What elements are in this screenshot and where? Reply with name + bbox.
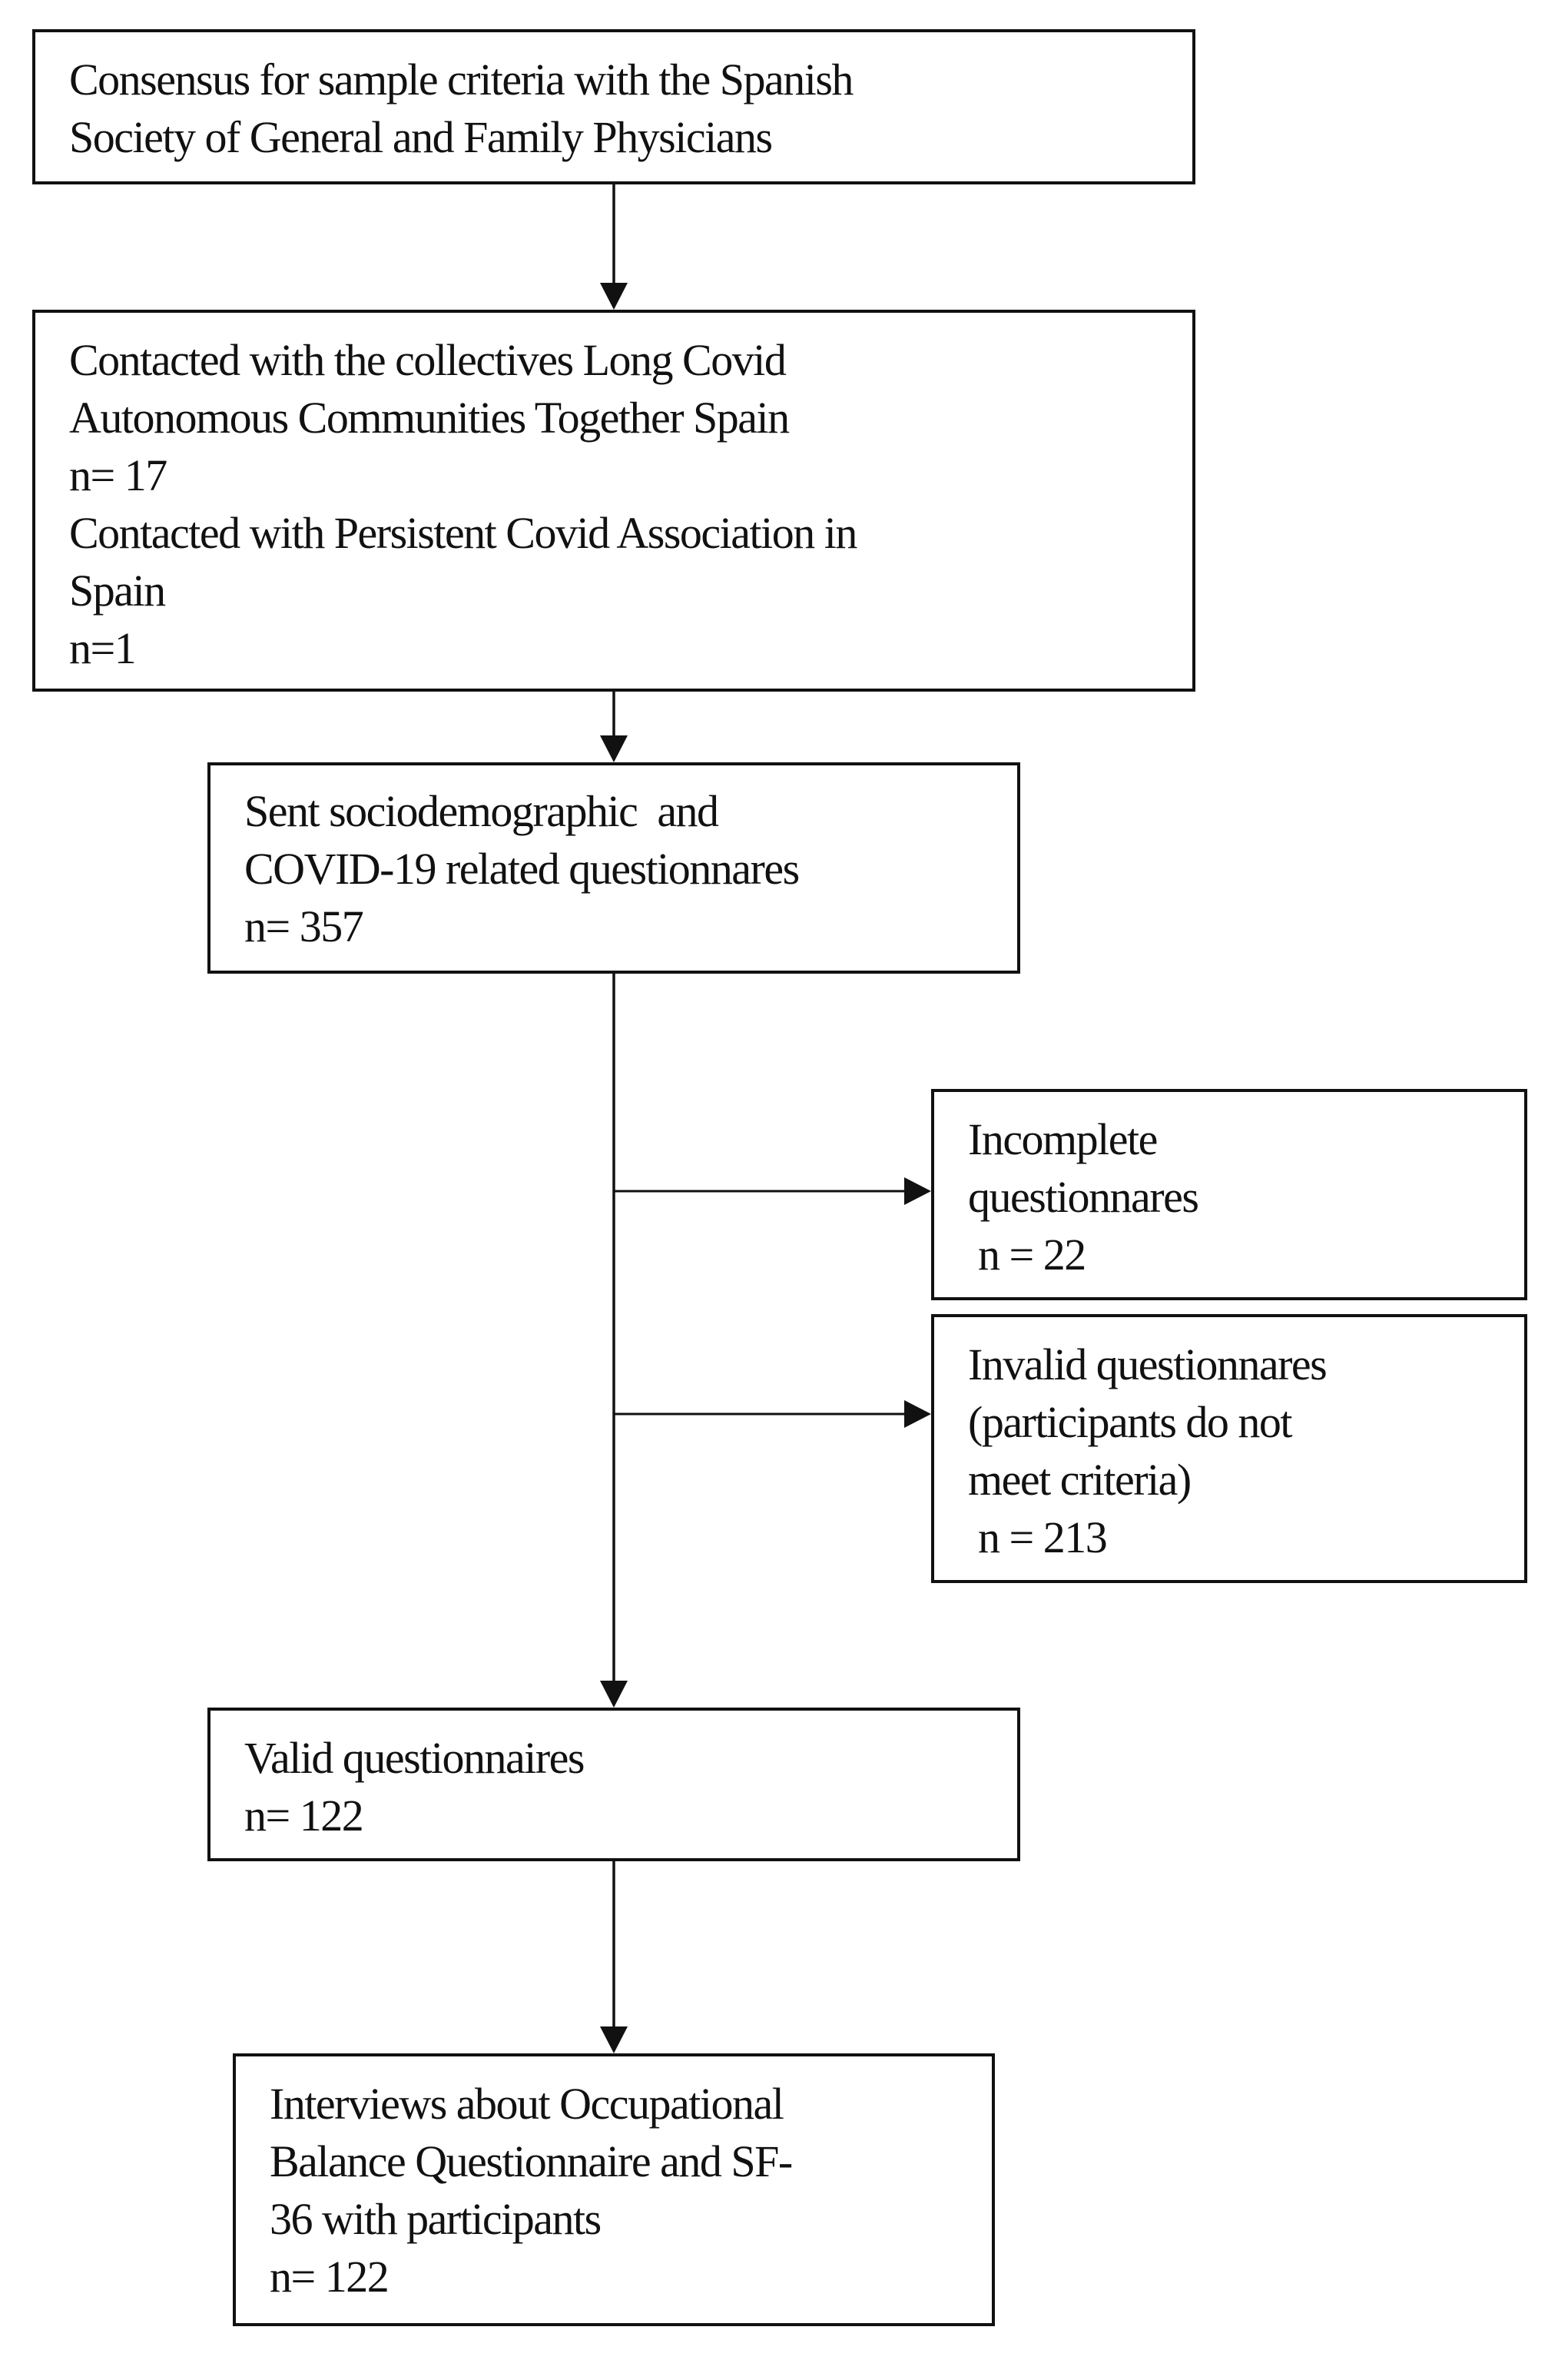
arrowhead-valid-interviews	[600, 2026, 628, 2053]
node-interviews-line: 36 with participants	[270, 2194, 602, 2244]
node-contacted-line: Contacted with Persistent Covid Associat…	[69, 508, 857, 558]
node-invalid-line: meet criteria)	[968, 1455, 1192, 1505]
node-interviews-count: n= 122	[270, 2252, 390, 2302]
node-consensus-line: Society of General and Family Physicians	[69, 112, 773, 162]
node-incomplete-count: n = 22	[968, 1230, 1086, 1280]
node-consensus: Consensus for sample criteria with the S…	[32, 29, 1195, 184]
arrowhead-sent-incomplete	[904, 1177, 931, 1205]
node-sent-count: n= 357	[244, 901, 364, 951]
node-contacted-count: n= 17	[69, 450, 167, 500]
node-contacted-line: Spain	[69, 566, 166, 616]
node-valid-count: n= 122	[244, 1791, 364, 1841]
node-interviews-line: Interviews about Occupational	[270, 2079, 784, 2129]
node-interviews-line: Balance Questionnaire and SF-	[270, 2136, 793, 2186]
node-interviews: Interviews about Occupational Balance Qu…	[233, 2053, 995, 2326]
arrowhead-sent-invalid	[904, 1400, 931, 1428]
arrowhead-sent-valid	[600, 1681, 628, 1708]
node-sent-line: COVID-19 related questionnares	[244, 844, 800, 894]
node-incomplete-line: Incomplete	[968, 1114, 1158, 1164]
node-incomplete: Incomplete questionnares n = 22	[931, 1089, 1527, 1300]
node-valid: Valid questionnaires n= 122	[207, 1708, 1020, 1861]
node-sent-line: Sent sociodemographic and	[244, 786, 719, 836]
node-contacted-line: Contacted with the collectives Long Covi…	[69, 335, 787, 385]
node-invalid-line: (participants do not	[968, 1397, 1293, 1447]
node-incomplete-line: questionnares	[968, 1172, 1199, 1222]
arrowhead-contacted-sent	[600, 735, 628, 762]
arrowhead-consensus-contacted	[600, 283, 628, 310]
node-sent: Sent sociodemographic and COVID-19 relat…	[207, 762, 1020, 974]
node-contacted-line: Autonomous Communities Together Spain	[69, 393, 790, 443]
node-invalid: Invalid questionnares (participants do n…	[931, 1314, 1527, 1583]
node-consensus-line: Consensus for sample criteria with the S…	[69, 55, 854, 105]
node-contacted-count: n=1	[69, 623, 137, 673]
node-valid-line: Valid questionnaires	[244, 1733, 585, 1783]
node-invalid-line: Invalid questionnares	[968, 1339, 1328, 1389]
node-contacted: Contacted with the collectives Long Covi…	[32, 310, 1195, 692]
node-invalid-count: n = 213	[968, 1512, 1108, 1562]
